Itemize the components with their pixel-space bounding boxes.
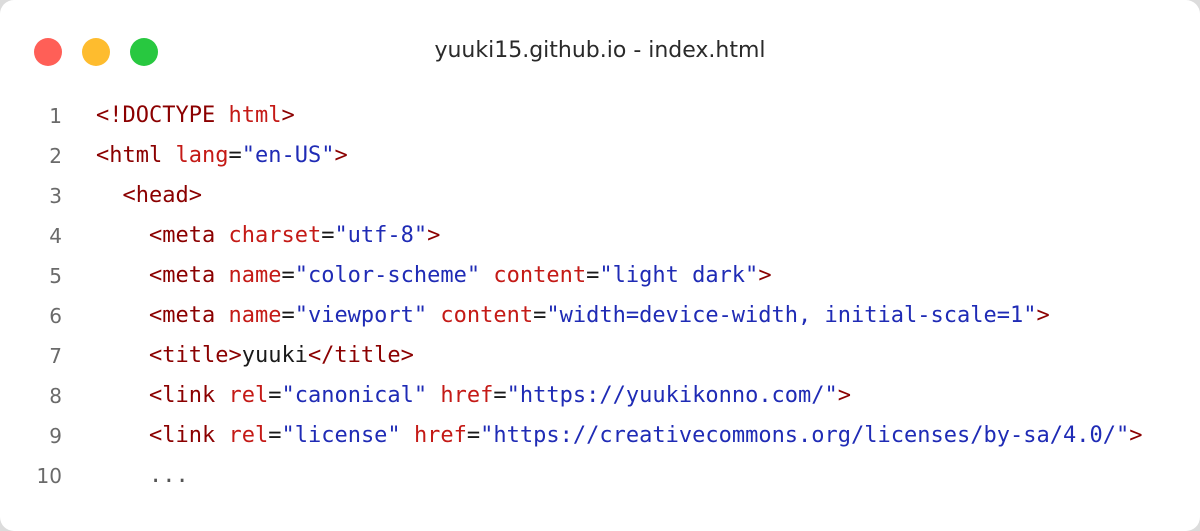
indent [96, 383, 149, 408]
window-title: yuuki15.github.io - index.html [434, 38, 766, 63]
close-window-button[interactable] [34, 38, 62, 66]
line-number: 4 [49, 224, 62, 248]
attribute-token: content [493, 263, 587, 288]
string-token: "width=device-width, initial-scale=1" [546, 303, 1037, 328]
code-block: 1<!DOCTYPE html>2<html lang="en-US">3 <h… [0, 96, 1200, 496]
tag-token: > [1129, 423, 1143, 448]
indent [96, 463, 149, 488]
tag-token: <title> [148, 343, 242, 368]
code-line: 5 <meta name="color-scheme" content="lig… [0, 256, 1200, 296]
attribute-token: href [413, 423, 467, 448]
ellipsis-token: ... [148, 463, 189, 488]
indent [96, 223, 149, 248]
text-token: = [281, 303, 295, 328]
code-line: 2 <html lang="en-US"> [0, 136, 1200, 176]
minimize-window-button[interactable] [82, 38, 110, 66]
text-token [427, 383, 440, 408]
attribute-token: name [228, 263, 282, 288]
text-token: yuuki [241, 343, 308, 368]
line-number: 9 [49, 424, 62, 448]
line-number: 10 [36, 464, 62, 488]
text-token: = [268, 383, 282, 408]
zoom-window-button[interactable] [130, 38, 158, 66]
code-line: 1 <!DOCTYPE html> [0, 96, 1200, 136]
string-token: "en-US" [241, 143, 335, 168]
code-line-content: ... [96, 456, 189, 496]
line-number: 7 [49, 344, 62, 368]
code-line-content: <!DOCTYPE html> [96, 96, 295, 136]
tag-token: > [427, 223, 441, 248]
text-token: = [533, 303, 547, 328]
tag-token: <!DOCTYPE [96, 103, 229, 128]
title-bar: yuuki15.github.io - index.html [0, 0, 1200, 90]
string-token: "utf-8" [334, 223, 428, 248]
line-number: 6 [49, 304, 62, 328]
text-token [427, 303, 440, 328]
text-token: = [321, 223, 335, 248]
indent [96, 263, 149, 288]
attribute-token: html [228, 103, 282, 128]
string-token: "https://yuukikonno.com/" [506, 383, 838, 408]
line-number: 1 [49, 104, 62, 128]
tag-token: > [1036, 303, 1050, 328]
code-line-content: <meta charset="utf-8"> [96, 216, 440, 256]
line-number: 8 [49, 384, 62, 408]
attribute-token: lang [175, 143, 229, 168]
attribute-token: rel [228, 383, 269, 408]
code-line: 9 <link rel="license" href="https://crea… [0, 416, 1200, 456]
code-line-content: <meta name="viewport" content="width=dev… [96, 296, 1050, 336]
text-token [480, 263, 493, 288]
indent [96, 343, 149, 368]
code-line-content: <head> [96, 176, 202, 216]
tag-token: <head> [122, 183, 202, 208]
text-token: = [466, 423, 481, 448]
line-number: 3 [49, 184, 62, 208]
indent [96, 183, 123, 208]
attribute-token: name [228, 303, 282, 328]
tag-token: <link [148, 383, 229, 408]
text-token: = [268, 423, 282, 448]
line-number: 5 [49, 264, 62, 288]
code-line: 6 <meta name="viewport" content="width=d… [0, 296, 1200, 336]
tag-token: > [334, 143, 348, 168]
tag-token: > [281, 103, 295, 128]
tag-token: </title> [307, 343, 414, 368]
attribute-token: content [440, 303, 534, 328]
tag-token: <html [96, 143, 176, 168]
code-line-content: <meta name="color-scheme" content="light… [96, 256, 772, 296]
code-line-content: <link rel="canonical" href="https://yuuk… [96, 376, 851, 416]
indent [96, 303, 149, 328]
tag-token: <meta [148, 303, 229, 328]
text-token: = [228, 143, 242, 168]
string-token: "light dark" [599, 263, 759, 288]
tag-token: <meta [148, 223, 229, 248]
code-line: 7 <title>yuuki</title> [0, 336, 1200, 376]
line-number: 2 [49, 144, 62, 168]
text-token: = [586, 263, 600, 288]
code-line-content: <link rel="license" href="https://creati… [96, 416, 1142, 456]
attribute-token: href [440, 383, 494, 408]
code-line: 10 ... [0, 456, 1200, 496]
string-token: "color-scheme" [294, 263, 481, 288]
code-line-content: <title>yuuki</title> [96, 336, 414, 376]
attribute-token: charset [228, 223, 322, 248]
tag-token: <meta [148, 263, 229, 288]
indent [96, 423, 149, 448]
string-token: "viewport" [294, 303, 428, 328]
tag-token: > [758, 263, 772, 288]
text-token: = [493, 383, 507, 408]
code-line: 8 <link rel="canonical" href="https://yu… [0, 376, 1200, 416]
string-token: "https://creativecommons.org/licenses/by… [480, 423, 1130, 448]
text-token [401, 423, 414, 448]
string-token: "license" [281, 423, 401, 448]
code-line: 4 <meta charset="utf-8"> [0, 216, 1200, 256]
text-token: = [281, 263, 295, 288]
string-token: "canonical" [281, 383, 428, 408]
attribute-token: rel [228, 423, 269, 448]
code-line-content: <html lang="en-US"> [96, 136, 348, 176]
tag-token: <link [148, 423, 229, 448]
tag-token: > [837, 383, 852, 408]
code-line: 3 <head> [0, 176, 1200, 216]
